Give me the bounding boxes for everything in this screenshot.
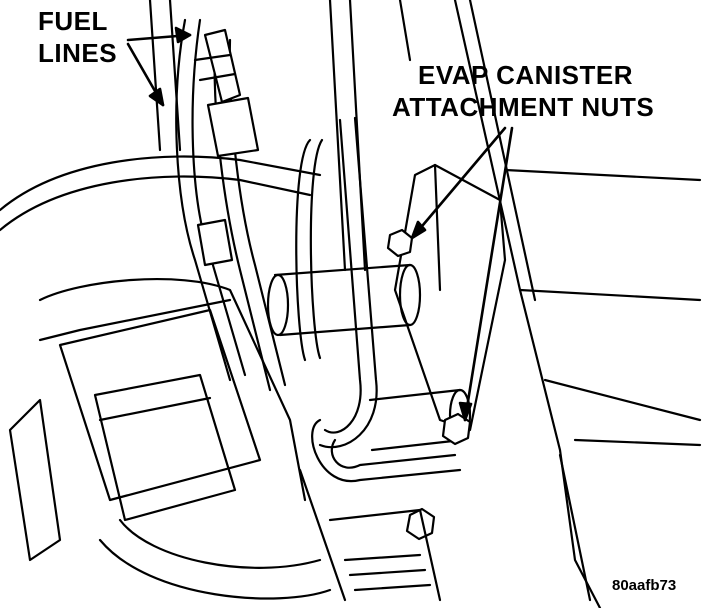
fuel-lines-label-line1: FUEL [38,6,108,36]
evap-canister-label-line1: EVAP CANISTER [418,60,634,90]
evap-canister-label-line2: ATTACHMENT NUTS [392,92,655,122]
body-panel [453,0,702,608]
fuel-lines-label-line2: LINES [38,38,118,68]
fuel-lines-arrows [126,26,192,107]
frame-rails [148,0,412,272]
figure-code: 80aafb73 [612,577,677,594]
tank-assembly [0,155,442,602]
fuel-lines [175,18,287,392]
evap-hoses [295,116,462,483]
evap-nuts-arrows [410,126,514,422]
attachment-nuts [386,228,472,541]
